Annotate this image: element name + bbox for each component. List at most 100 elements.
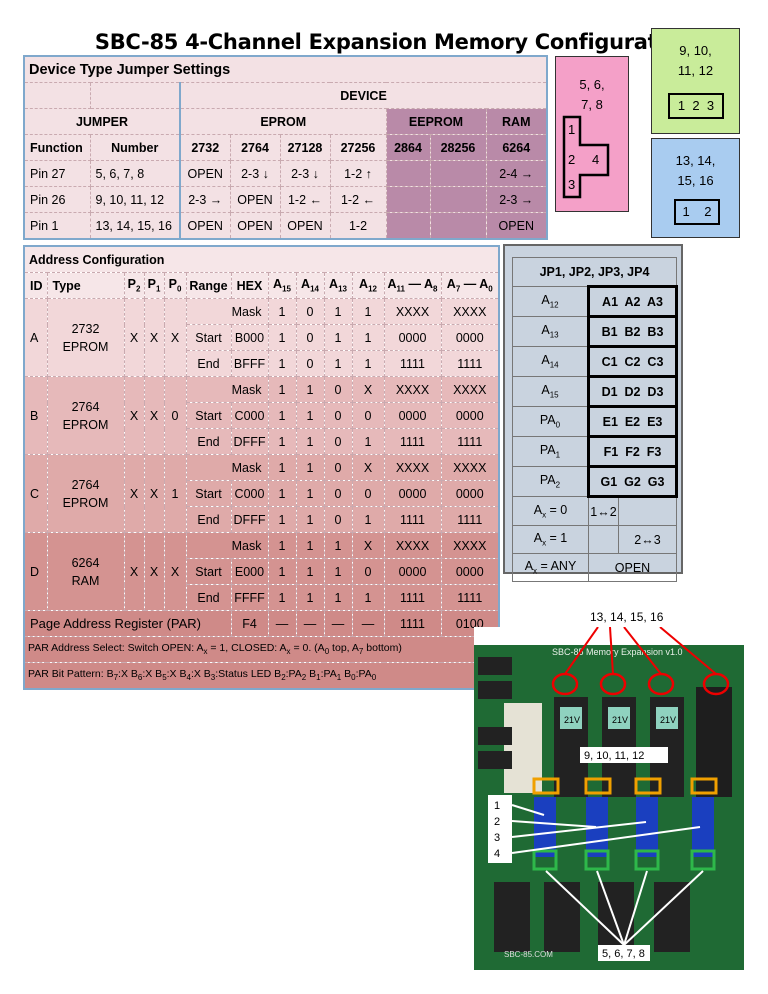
- addr-cell: 0: [323, 454, 353, 481]
- addr-cell: 1: [267, 506, 297, 533]
- pin-block-diagram: 1 2 4 3: [562, 115, 610, 199]
- addr-cell: 1: [295, 454, 325, 481]
- addr-cell: 0000: [383, 402, 442, 429]
- jumper-header: JUMPER: [23, 108, 181, 135]
- addr-cell: 1: [295, 584, 325, 611]
- p0-value: X: [163, 298, 187, 377]
- par-cell: —: [351, 610, 385, 637]
- ax0-value: 1↔2: [588, 496, 619, 526]
- addr-cell: DFFF: [230, 428, 269, 455]
- addr-cell: Start: [185, 480, 232, 507]
- addr-cell: 1: [267, 428, 297, 455]
- green-pin-block: 1 2 3: [668, 93, 724, 119]
- col-header: 27128: [279, 134, 331, 161]
- addr-cell: 1: [295, 376, 325, 403]
- jp-pins: G1 G2 G3: [587, 465, 678, 498]
- addr-cell: 1: [267, 584, 297, 611]
- addr-cell: 1111: [440, 506, 500, 533]
- device-cell: 1-2 ←: [329, 186, 387, 213]
- col-header: 6264: [485, 134, 548, 161]
- addr-cell: 0: [351, 558, 385, 585]
- board-title: SBC-85 Memory Expansion v1.0: [552, 647, 683, 657]
- addr-cell: 0: [351, 402, 385, 429]
- addr-cell: 1: [323, 298, 353, 325]
- addr-cell: 1: [267, 558, 297, 585]
- addr-cell: 1: [295, 480, 325, 507]
- addr-cell: DFFF: [230, 506, 269, 533]
- col-header: Function: [23, 134, 91, 161]
- col-header: Number: [89, 134, 181, 161]
- col-header: 2732: [179, 134, 231, 161]
- device-cell: 13, 14, 15, 16: [89, 212, 181, 240]
- jp-signal: A15: [512, 376, 589, 407]
- par-cell: 1111: [383, 610, 442, 637]
- device-cell: OPEN: [179, 160, 231, 187]
- col-header: 27256: [329, 134, 387, 161]
- eeprom-header: EEPROM: [385, 108, 487, 135]
- group-id: D: [23, 532, 48, 611]
- device-cell: [429, 186, 487, 213]
- pink-label: 5, 6, 7, 8: [579, 77, 605, 112]
- device-cell: 9, 10, 11, 12: [89, 186, 181, 213]
- addr-cell: 1111: [383, 350, 442, 377]
- p0-value: 0: [163, 376, 187, 455]
- col-header: 2764: [229, 134, 281, 161]
- addr-cell: C000: [230, 480, 269, 507]
- chip-label: 21V: [660, 715, 676, 725]
- device-cell: OPEN: [485, 212, 548, 240]
- addr-cell: 0000: [383, 558, 442, 585]
- device-cell: [385, 160, 431, 187]
- group-id: A: [23, 298, 48, 377]
- device-cell: 2-3 →: [179, 186, 231, 213]
- device-section-title: Device Type Jumper Settings: [23, 55, 548, 83]
- addr-cell: 1: [351, 350, 385, 377]
- ax1-label: Ax = 1: [512, 525, 589, 554]
- addr-col-header: A14: [295, 272, 325, 299]
- par-note-2: PAR Bit Pattern: B7:X B6:X B5:X B4:X B3:…: [23, 662, 500, 690]
- site-label: SBC-85.COM: [504, 950, 553, 959]
- pin-4: 4: [592, 152, 599, 167]
- mid-label: 9, 10, 11, 12: [584, 750, 644, 762]
- device-cell: 2-3 ↓: [279, 160, 331, 187]
- addr-cell: 1: [351, 584, 385, 611]
- device-cell: 2-3 ↓: [229, 160, 281, 187]
- addr-cell: X: [351, 454, 385, 481]
- addr-cell: 1: [323, 532, 353, 559]
- addr-col-header: A15: [267, 272, 297, 299]
- addr-cell: End: [185, 428, 232, 455]
- addr-cell: 1111: [440, 428, 500, 455]
- addr-cell: End: [185, 584, 232, 611]
- jp-pins: B1 B2 B3: [587, 315, 678, 348]
- p2-value: X: [123, 298, 145, 377]
- addr-cell: XXXX: [383, 454, 442, 481]
- addr-cell: 1: [295, 402, 325, 429]
- addr-cell: 1: [351, 298, 385, 325]
- addr-cell: 0: [323, 428, 353, 455]
- jp-signal: A12: [512, 286, 589, 317]
- side-num: 4: [494, 848, 500, 860]
- addr-col-header: A11 — A8: [383, 272, 442, 299]
- device-header: DEVICE: [178, 82, 548, 109]
- addr-col-header: Type: [46, 272, 125, 299]
- addr-cell: 1: [323, 350, 353, 377]
- axany-label: Ax = ANY: [512, 553, 589, 582]
- addr-cell: End: [185, 350, 232, 377]
- par-cell: —: [295, 610, 325, 637]
- p1-value: X: [143, 454, 165, 533]
- addr-cell: Start: [185, 324, 232, 351]
- group-id: B: [23, 376, 48, 455]
- addr-col-header: P0: [163, 272, 187, 299]
- pin-1: 1: [568, 122, 575, 137]
- addr-cell: 0: [323, 480, 353, 507]
- bottom-label: 5, 6, 7, 8: [602, 948, 645, 960]
- ax1-value: 2↔3: [618, 525, 677, 554]
- addr-cell: End: [185, 506, 232, 533]
- addr-cell: 1: [267, 324, 297, 351]
- addr-cell: 1: [295, 506, 325, 533]
- p0-value: X: [163, 532, 187, 611]
- addr-cell: 0000: [383, 324, 442, 351]
- addr-col-header: P2: [123, 272, 145, 299]
- pin-2: 2: [568, 152, 575, 167]
